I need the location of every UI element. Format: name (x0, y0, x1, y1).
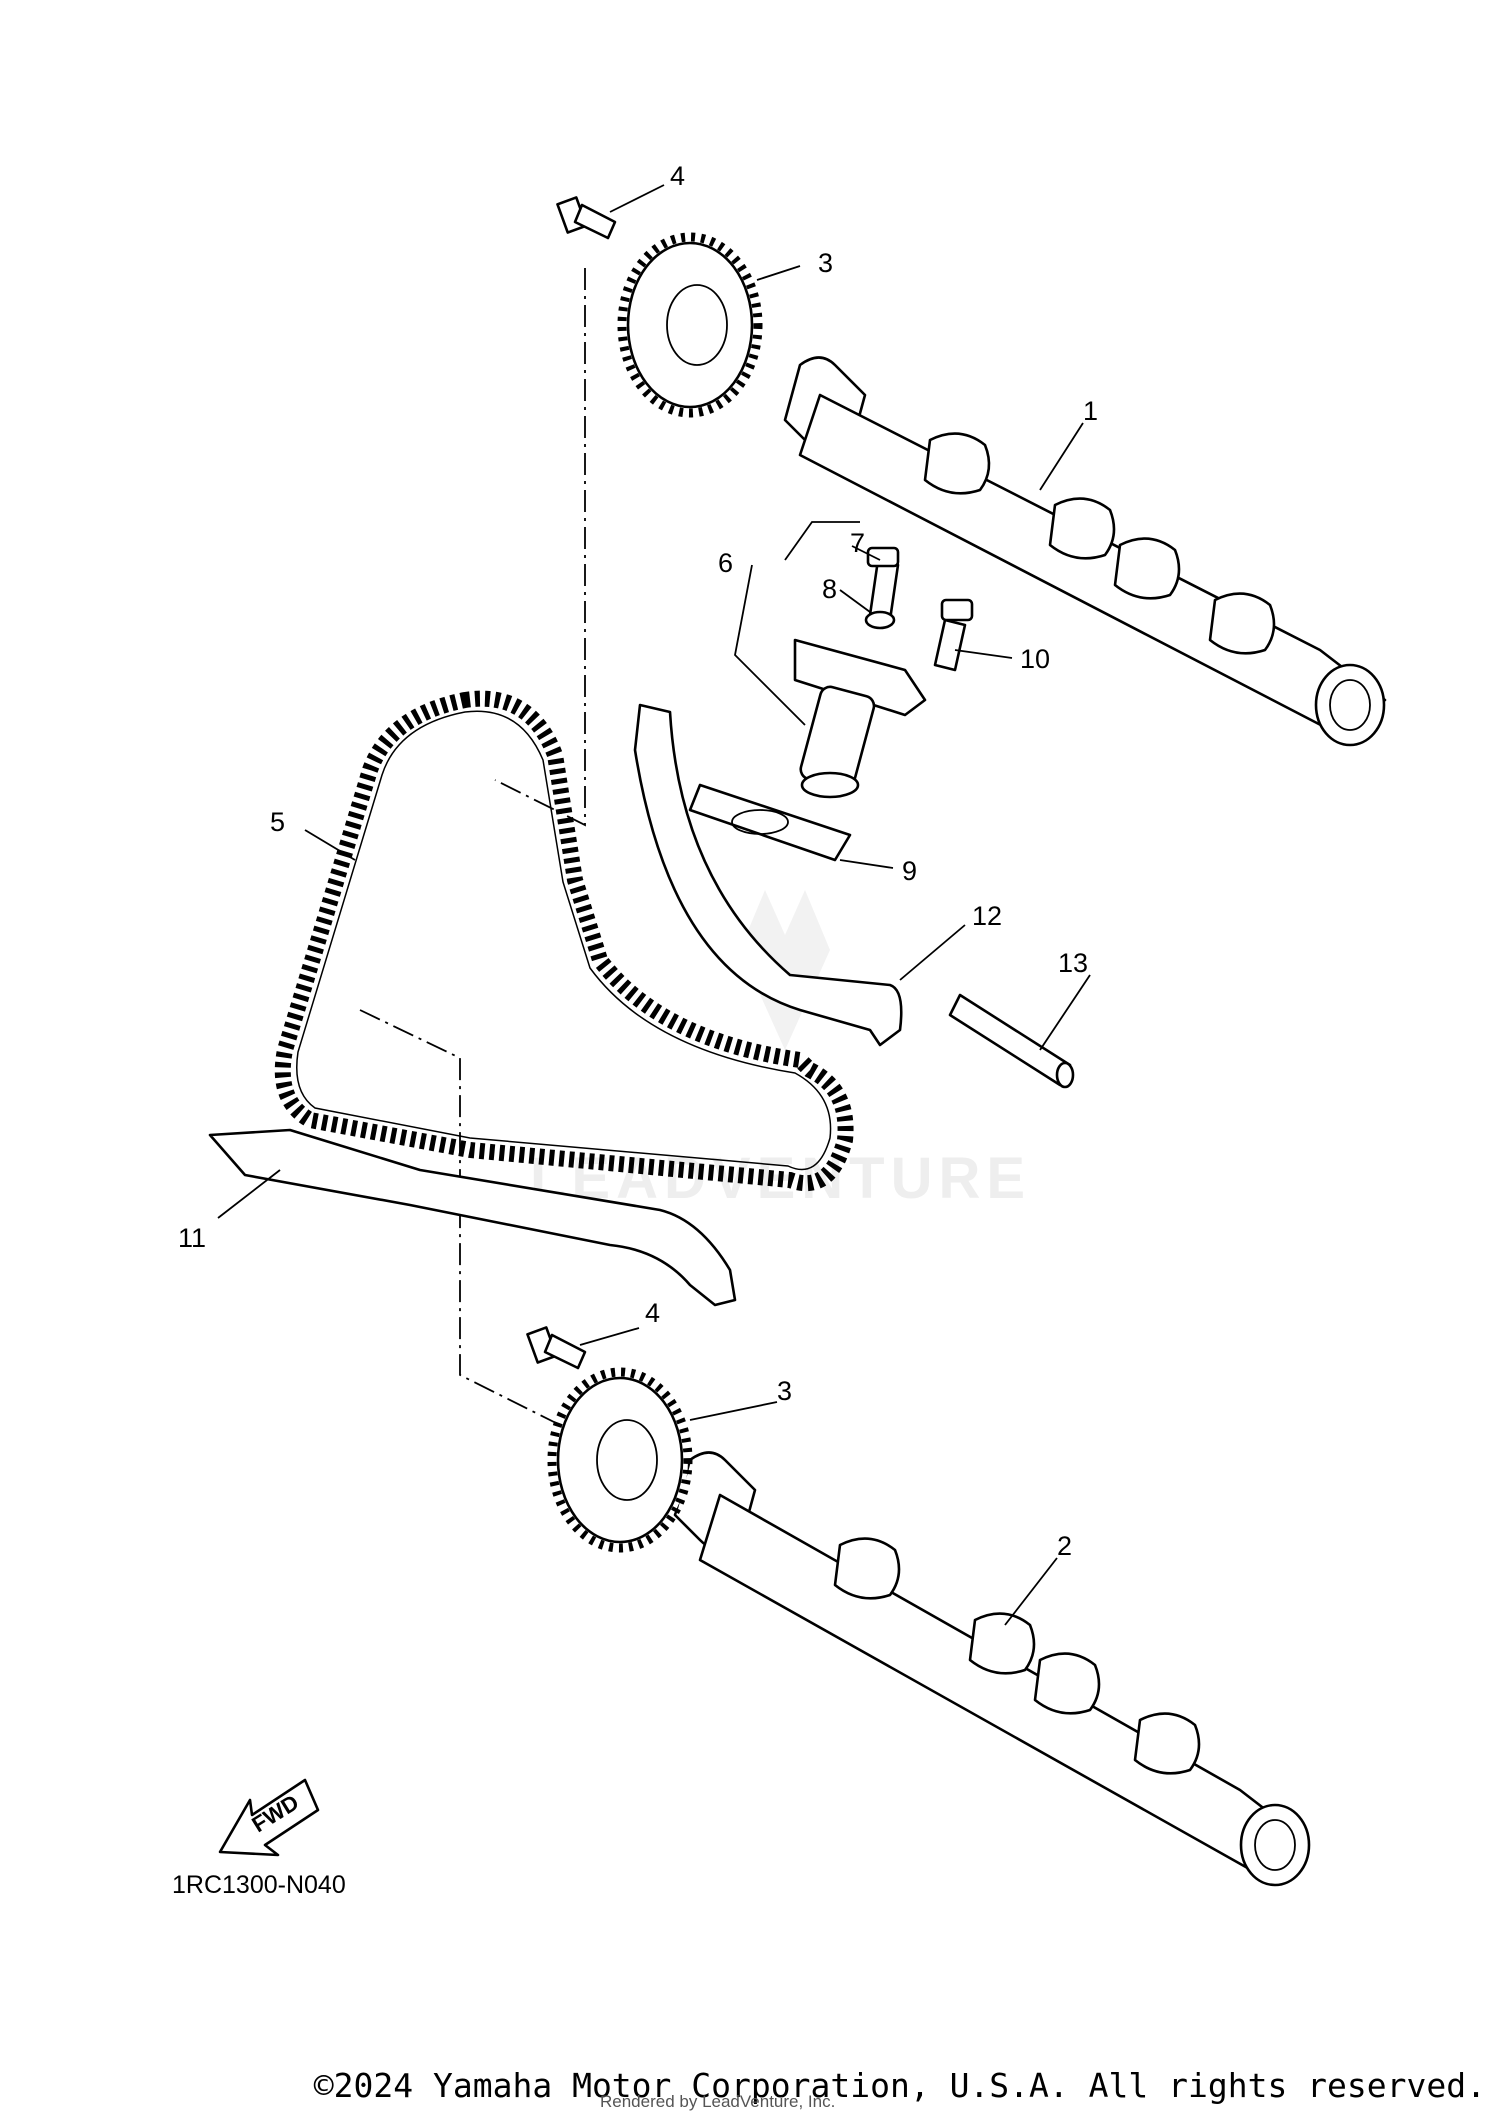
forward-direction-arrow: FWD (218, 1778, 320, 1857)
watermark: LEADVENTURE (530, 890, 1025, 1211)
callout-12: 12 (972, 901, 1002, 931)
camshaft-lower (673, 1451, 1311, 1887)
callout-2: 2 (1057, 1531, 1072, 1561)
drawing-code: 1RC1300-N040 (172, 1871, 346, 1899)
callout-6: 6 (718, 548, 733, 578)
alignment-lines (359, 268, 586, 1426)
callout-1: 1 (1083, 396, 1098, 426)
leader-lines (217, 184, 1091, 1626)
callout-7: 7 (850, 528, 865, 558)
callout-4-upper: 4 (670, 161, 685, 191)
sprocket-bolt-upper (556, 196, 617, 240)
camshaft-upper (783, 356, 1387, 747)
tensioner-bolt-7 (866, 546, 900, 622)
callout-4-lower: 4 (645, 1298, 660, 1328)
sprocket-upper (617, 232, 763, 418)
guide-pin (948, 993, 1075, 1089)
chain-guide-12 (633, 703, 903, 1047)
callout-9: 9 (902, 856, 917, 886)
callout-3-upper: 3 (818, 248, 833, 278)
callout-11: 11 (178, 1223, 206, 1253)
callout-3-lower: 3 (777, 1376, 792, 1406)
copyright-notice: ©2024 Yamaha Motor Corporation, U.S.A. A… (313, 2066, 1486, 2105)
washer-8 (864, 610, 896, 630)
callout-13: 13 (1058, 948, 1088, 978)
gasket (688, 783, 852, 862)
chain-guide-11 (208, 1128, 737, 1307)
callout-labels: 1 2 3 3 4 4 5 6 7 8 9 10 11 12 13 (178, 161, 1098, 1561)
callout-10: 10 (1020, 644, 1050, 674)
sprocket-bolt-lower (526, 1326, 587, 1370)
callout-5: 5 (270, 807, 285, 837)
sprocket-lower (547, 1367, 693, 1553)
callout-8: 8 (822, 574, 837, 604)
tensioner-bolt-10 (933, 598, 974, 672)
chain-tensioner (793, 638, 927, 799)
rendered-by-credit: Rendered by LeadVenture, Inc. (600, 2092, 836, 2111)
timing-chain (274, 690, 854, 1192)
